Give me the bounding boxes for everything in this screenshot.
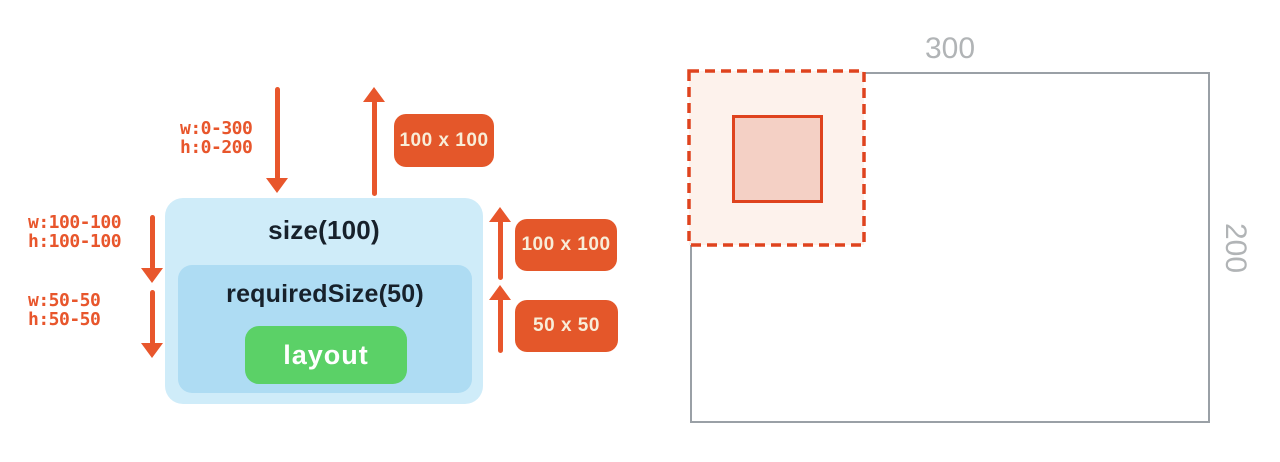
parent-width-label: 300	[924, 32, 976, 65]
arrow-shaft	[371, 100, 377, 196]
arrow-head	[141, 268, 163, 283]
arrow-head	[489, 285, 511, 300]
required-constraints-label: w:50-50 h:50-50	[28, 290, 101, 330]
arrow-shaft	[497, 220, 503, 280]
measured-content-square	[732, 115, 823, 203]
arrow-head	[141, 343, 163, 358]
required-size-modifier-label: requiredSize(50)	[226, 280, 424, 308]
arrow-head	[489, 207, 511, 222]
arrow-shaft	[149, 215, 155, 270]
size-constraints-label: w:100-100 h:100-100	[28, 212, 122, 252]
size-constraints-arrow-down-icon	[141, 215, 163, 283]
size-modifier-label: size(100)	[268, 215, 380, 245]
root-size-arrow-up-icon	[363, 87, 385, 196]
required-result-badge: 50 x 50	[515, 300, 618, 352]
required-size-modifier-box: requiredSize(50) layout	[178, 265, 472, 393]
required-constraints-arrow-down-icon	[141, 290, 163, 358]
size-result-badge: 100 x 100	[515, 219, 617, 271]
layout-node-box: layout	[245, 326, 407, 384]
arrow-shaft	[149, 290, 155, 345]
size-result-arrow-up-icon	[489, 207, 511, 280]
arrow-shaft	[274, 87, 280, 180]
root-size-badge: 100 x 100	[394, 114, 494, 167]
root-constraints-label: w:0-300 h:0-200	[180, 118, 253, 158]
arrow-head	[363, 87, 385, 102]
arrow-shaft	[497, 298, 503, 353]
parent-height-label: 200	[1219, 222, 1252, 274]
layout-node-label: layout	[283, 339, 369, 370]
size-modifier-box: size(100) requiredSize(50) layout	[165, 198, 483, 404]
required-result-arrow-up-icon	[489, 285, 511, 353]
arrow-head	[266, 178, 288, 193]
root-constraints-arrow-down-icon	[266, 87, 288, 193]
